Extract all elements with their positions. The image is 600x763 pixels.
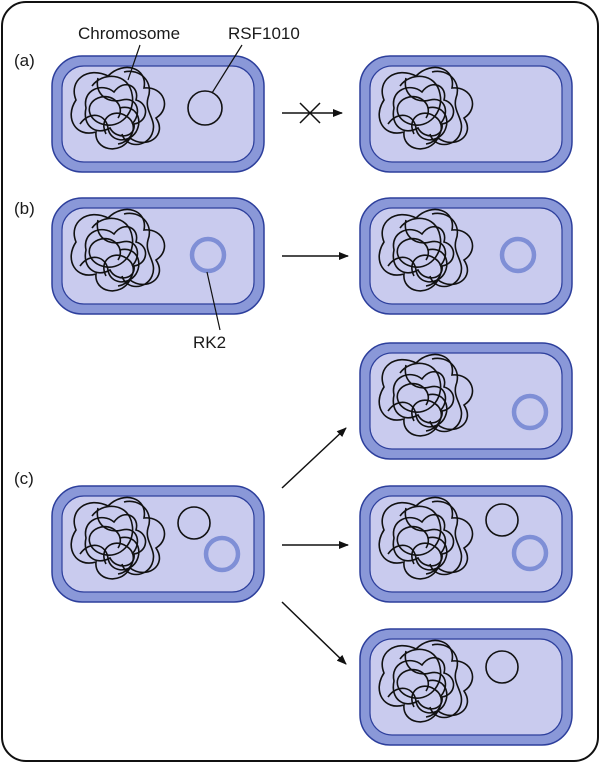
arrow-c-down: [281, 601, 347, 665]
rk2-label: RK2: [193, 333, 226, 352]
rsf1010-plasmid: [485, 650, 519, 684]
rk2-plasmid: [511, 393, 549, 431]
cell-b-source: [51, 197, 265, 315]
panel-label-a: (a): [14, 51, 35, 70]
rk2-plasmid: [189, 236, 227, 274]
cell-c-daughter-both: [359, 485, 573, 603]
rk2-leader-line: [206, 271, 221, 331]
cell-c-daughter-rsf1010: [359, 628, 573, 746]
cell-c-daughter-rk2: [359, 342, 573, 460]
rsf1010-label: RSF1010: [228, 24, 300, 43]
blocked-x-mark: [299, 102, 321, 124]
cell-a-daughter: [359, 55, 573, 173]
rsf1010-plasmid: [187, 90, 223, 126]
cell-a-source: [51, 55, 265, 173]
chromosome-label: Chromosome: [78, 24, 180, 43]
cell-c-source: [51, 485, 265, 603]
arrow-c-up: [281, 427, 347, 489]
panel-label-b: (b): [14, 199, 35, 218]
rsf1010-plasmid: [485, 503, 519, 537]
panel-label-c: (c): [14, 469, 34, 488]
rsf1010-leader-line: [211, 44, 243, 94]
rk2-plasmid: [511, 534, 549, 572]
rk2-plasmid: [203, 535, 241, 573]
rsf1010-plasmid: [177, 506, 211, 540]
chromosome-leader-line: [127, 44, 141, 81]
cell-b-daughter: [359, 197, 573, 315]
rk2-plasmid: [499, 236, 537, 274]
